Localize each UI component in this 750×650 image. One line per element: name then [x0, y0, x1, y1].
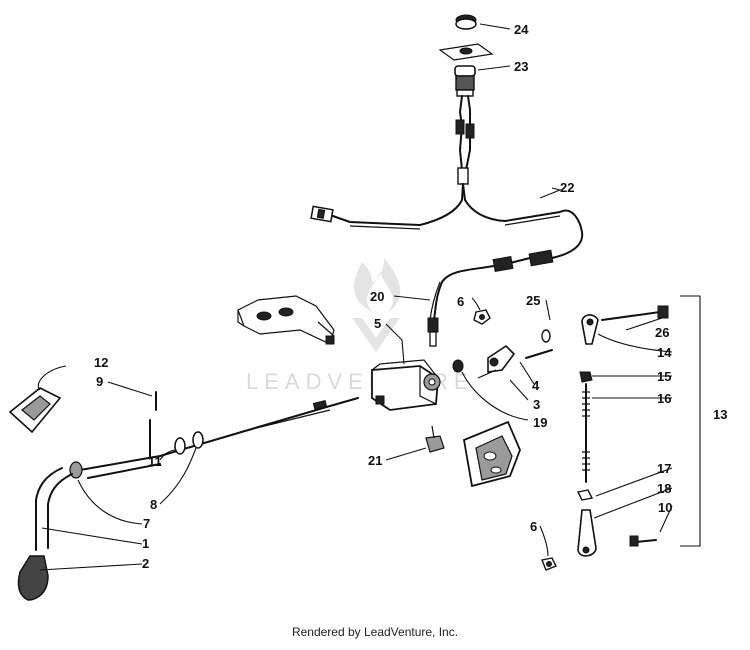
- watermark: LEADVENTURE: [246, 258, 469, 394]
- rod-end-18: [577, 509, 597, 557]
- callout-14: 14: [657, 345, 672, 360]
- callout-22: 22: [560, 180, 574, 195]
- callout-24: 24: [514, 22, 529, 37]
- washer-11: [174, 437, 186, 455]
- callout-6: 6: [457, 294, 464, 309]
- nut-6-lower: [541, 557, 557, 571]
- callout-5: 5: [374, 316, 381, 331]
- callout-6-lower: 6: [530, 519, 537, 534]
- switch-housing-5: [371, 359, 441, 411]
- callout-26: 26: [655, 325, 669, 340]
- washer-25: [541, 329, 551, 343]
- nut-17: [576, 489, 594, 501]
- nut-6-upper: [473, 309, 491, 325]
- callout-1: 1: [142, 536, 149, 551]
- cable-end-21: [425, 425, 445, 453]
- switch-23: [454, 65, 476, 97]
- washer-plate: [438, 43, 494, 61]
- callout-4: 4: [532, 378, 540, 393]
- footer-credit: Rendered by LeadVenture, Inc.: [291, 625, 459, 639]
- cap-24: [455, 14, 477, 30]
- nut-15: [579, 371, 593, 383]
- callout-8: 8: [150, 497, 157, 512]
- threaded-rod-16: [582, 383, 590, 483]
- callout-12: 12: [94, 355, 108, 370]
- bracket-13: [680, 295, 701, 547]
- washer-19: [452, 359, 464, 373]
- decal-12: [8, 387, 62, 434]
- switch-leads: [455, 95, 475, 185]
- callout-20: 20: [370, 289, 384, 304]
- callout-numbers: 1 2 3 4 5 6 7 8 9 10 11 12 13 14 15 16 1…: [94, 22, 727, 571]
- leader-lines: [37, 23, 673, 571]
- callout-23: 23: [514, 59, 528, 74]
- main-shaft: [79, 397, 359, 479]
- wiring-harness-22: [310, 183, 584, 347]
- hatched-block: [462, 420, 521, 488]
- callout-18: 18: [657, 481, 671, 496]
- callout-17: 17: [657, 461, 671, 476]
- lever-3: [477, 344, 516, 379]
- cotter-pin-4: [525, 349, 553, 359]
- callout-16: 16: [657, 391, 671, 406]
- mount-bracket: [237, 295, 335, 345]
- callout-9: 9: [96, 374, 103, 389]
- callout-19: 19: [533, 415, 547, 430]
- grip-2: [17, 555, 49, 601]
- lever-arm-1: [35, 461, 83, 551]
- bolt-26: [601, 305, 669, 321]
- bolt-10: [629, 535, 657, 547]
- callout-13: 13: [713, 407, 727, 422]
- callout-10: 10: [658, 500, 672, 515]
- callout-15: 15: [657, 369, 671, 384]
- callout-11: 11: [148, 454, 162, 469]
- rod-end-14: [581, 314, 599, 345]
- callout-21: 21: [368, 453, 382, 468]
- callout-2: 2: [142, 556, 149, 571]
- callout-7: 7: [143, 516, 150, 531]
- washer-8: [192, 431, 204, 449]
- callout-25: 25: [526, 293, 540, 308]
- callout-3: 3: [533, 397, 540, 412]
